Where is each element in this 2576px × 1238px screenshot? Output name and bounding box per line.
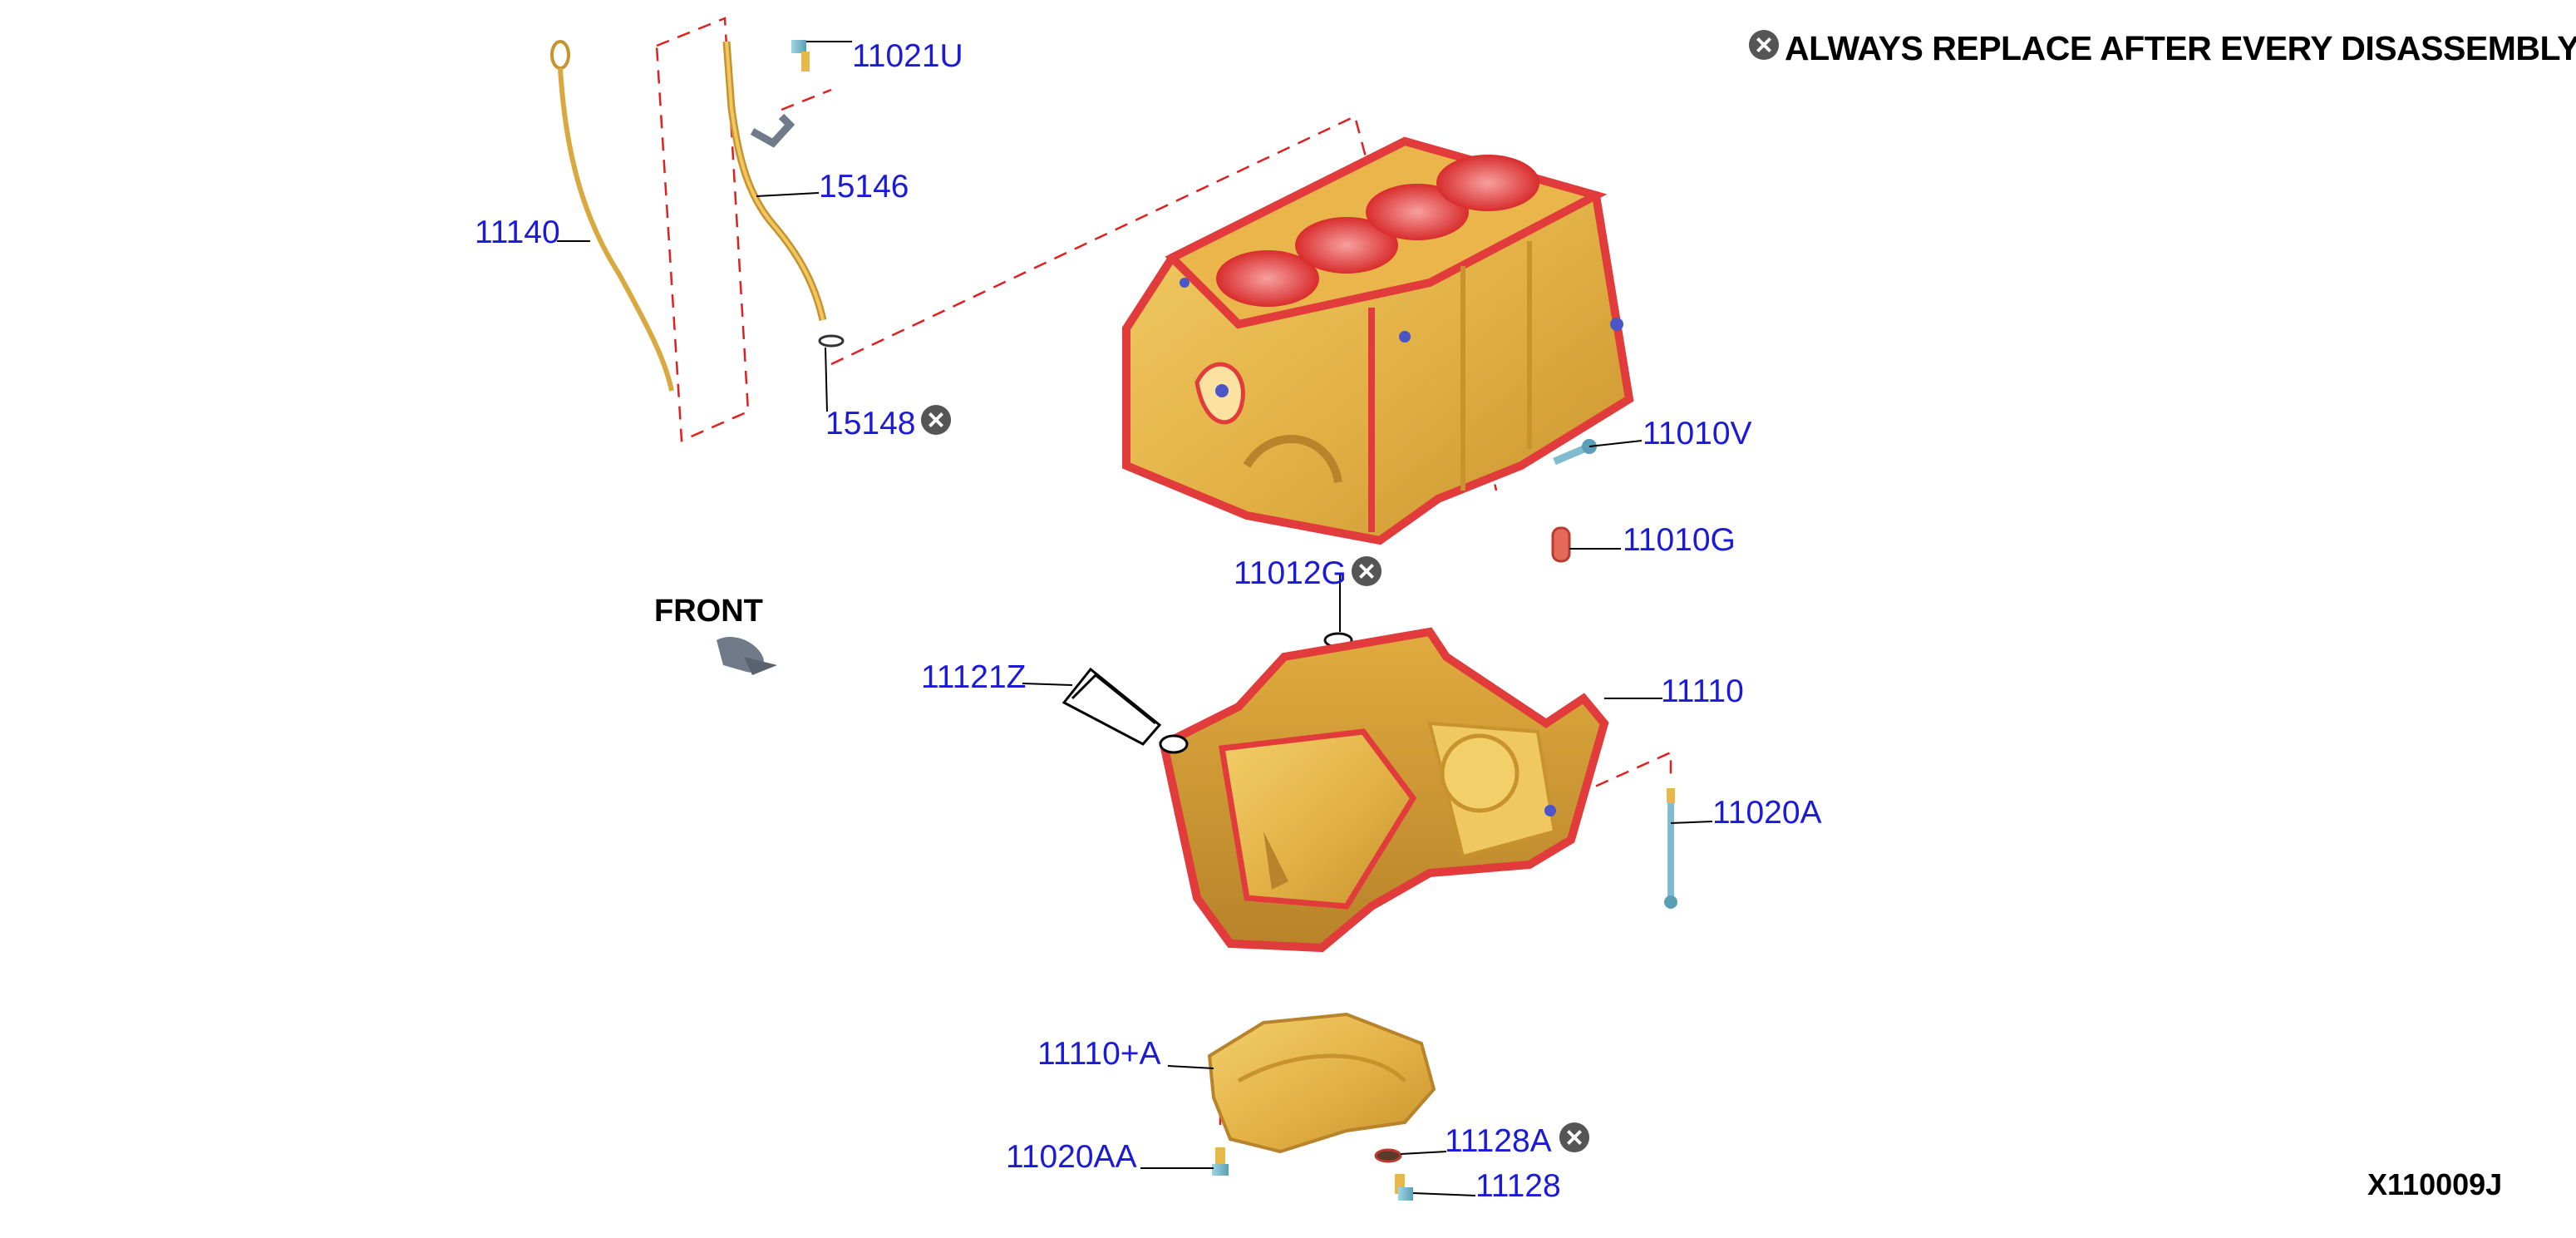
dipstick-11140: [550, 40, 674, 392]
replacement-note: ALWAYS REPLACE AFTER EVERY DISASSEMBLY: [1785, 29, 2576, 67]
part-label-11128[interactable]: 11128: [1475, 1168, 1561, 1204]
part-label-15146[interactable]: 15146: [819, 169, 909, 205]
cylinder-block: [1122, 136, 1634, 545]
sealant-tube-11121Z: [1061, 667, 1189, 754]
leader-lines: [557, 41, 1713, 1196]
front-indicator-label: FRONT: [654, 594, 763, 629]
drain-plug-11128: [1395, 1174, 1413, 1201]
bolt-11021U: [791, 40, 810, 72]
replace-marker-icon: [920, 404, 952, 436]
bolt-11020A: [1664, 788, 1677, 909]
front-arrow-icon: [717, 636, 777, 675]
o-ring-15148: [818, 334, 845, 348]
part-label-11012G[interactable]: 11012G: [1234, 555, 1347, 591]
part-label-11020AA[interactable]: 11020AA: [1006, 1139, 1137, 1175]
part-label-11010V[interactable]: 11010V: [1643, 416, 1752, 451]
part-label-11010G[interactable]: 11010G: [1623, 522, 1736, 558]
replace-marker-icon: [1351, 555, 1382, 587]
washer-11128A: [1374, 1148, 1402, 1163]
part-label-11128A[interactable]: 11128A: [1445, 1123, 1552, 1159]
bolt-11020AA: [1212, 1147, 1229, 1176]
part-label-15148[interactable]: 15148: [825, 406, 916, 441]
replace-marker-icon: [1559, 1122, 1590, 1153]
part-label-11110-plus-A[interactable]: 11110+A: [1037, 1036, 1161, 1072]
circled-x-icon: [1748, 29, 1780, 61]
part-label-11140[interactable]: 11140: [475, 215, 560, 250]
part-label-11121Z[interactable]: 11121Z: [921, 659, 1027, 695]
diagram-code: X110009J: [2367, 1167, 2503, 1201]
lower-oil-pan: [1207, 1012, 1436, 1154]
plug-11010G: [1551, 526, 1571, 563]
part-label-11110[interactable]: 11110: [1661, 673, 1744, 709]
upper-oil-pan: [1159, 627, 1609, 953]
part-label-11021U[interactable]: 11021U: [852, 38, 963, 74]
part-label-11020A[interactable]: 11020A: [1712, 795, 1822, 831]
guide-tube-15146: [722, 41, 827, 321]
